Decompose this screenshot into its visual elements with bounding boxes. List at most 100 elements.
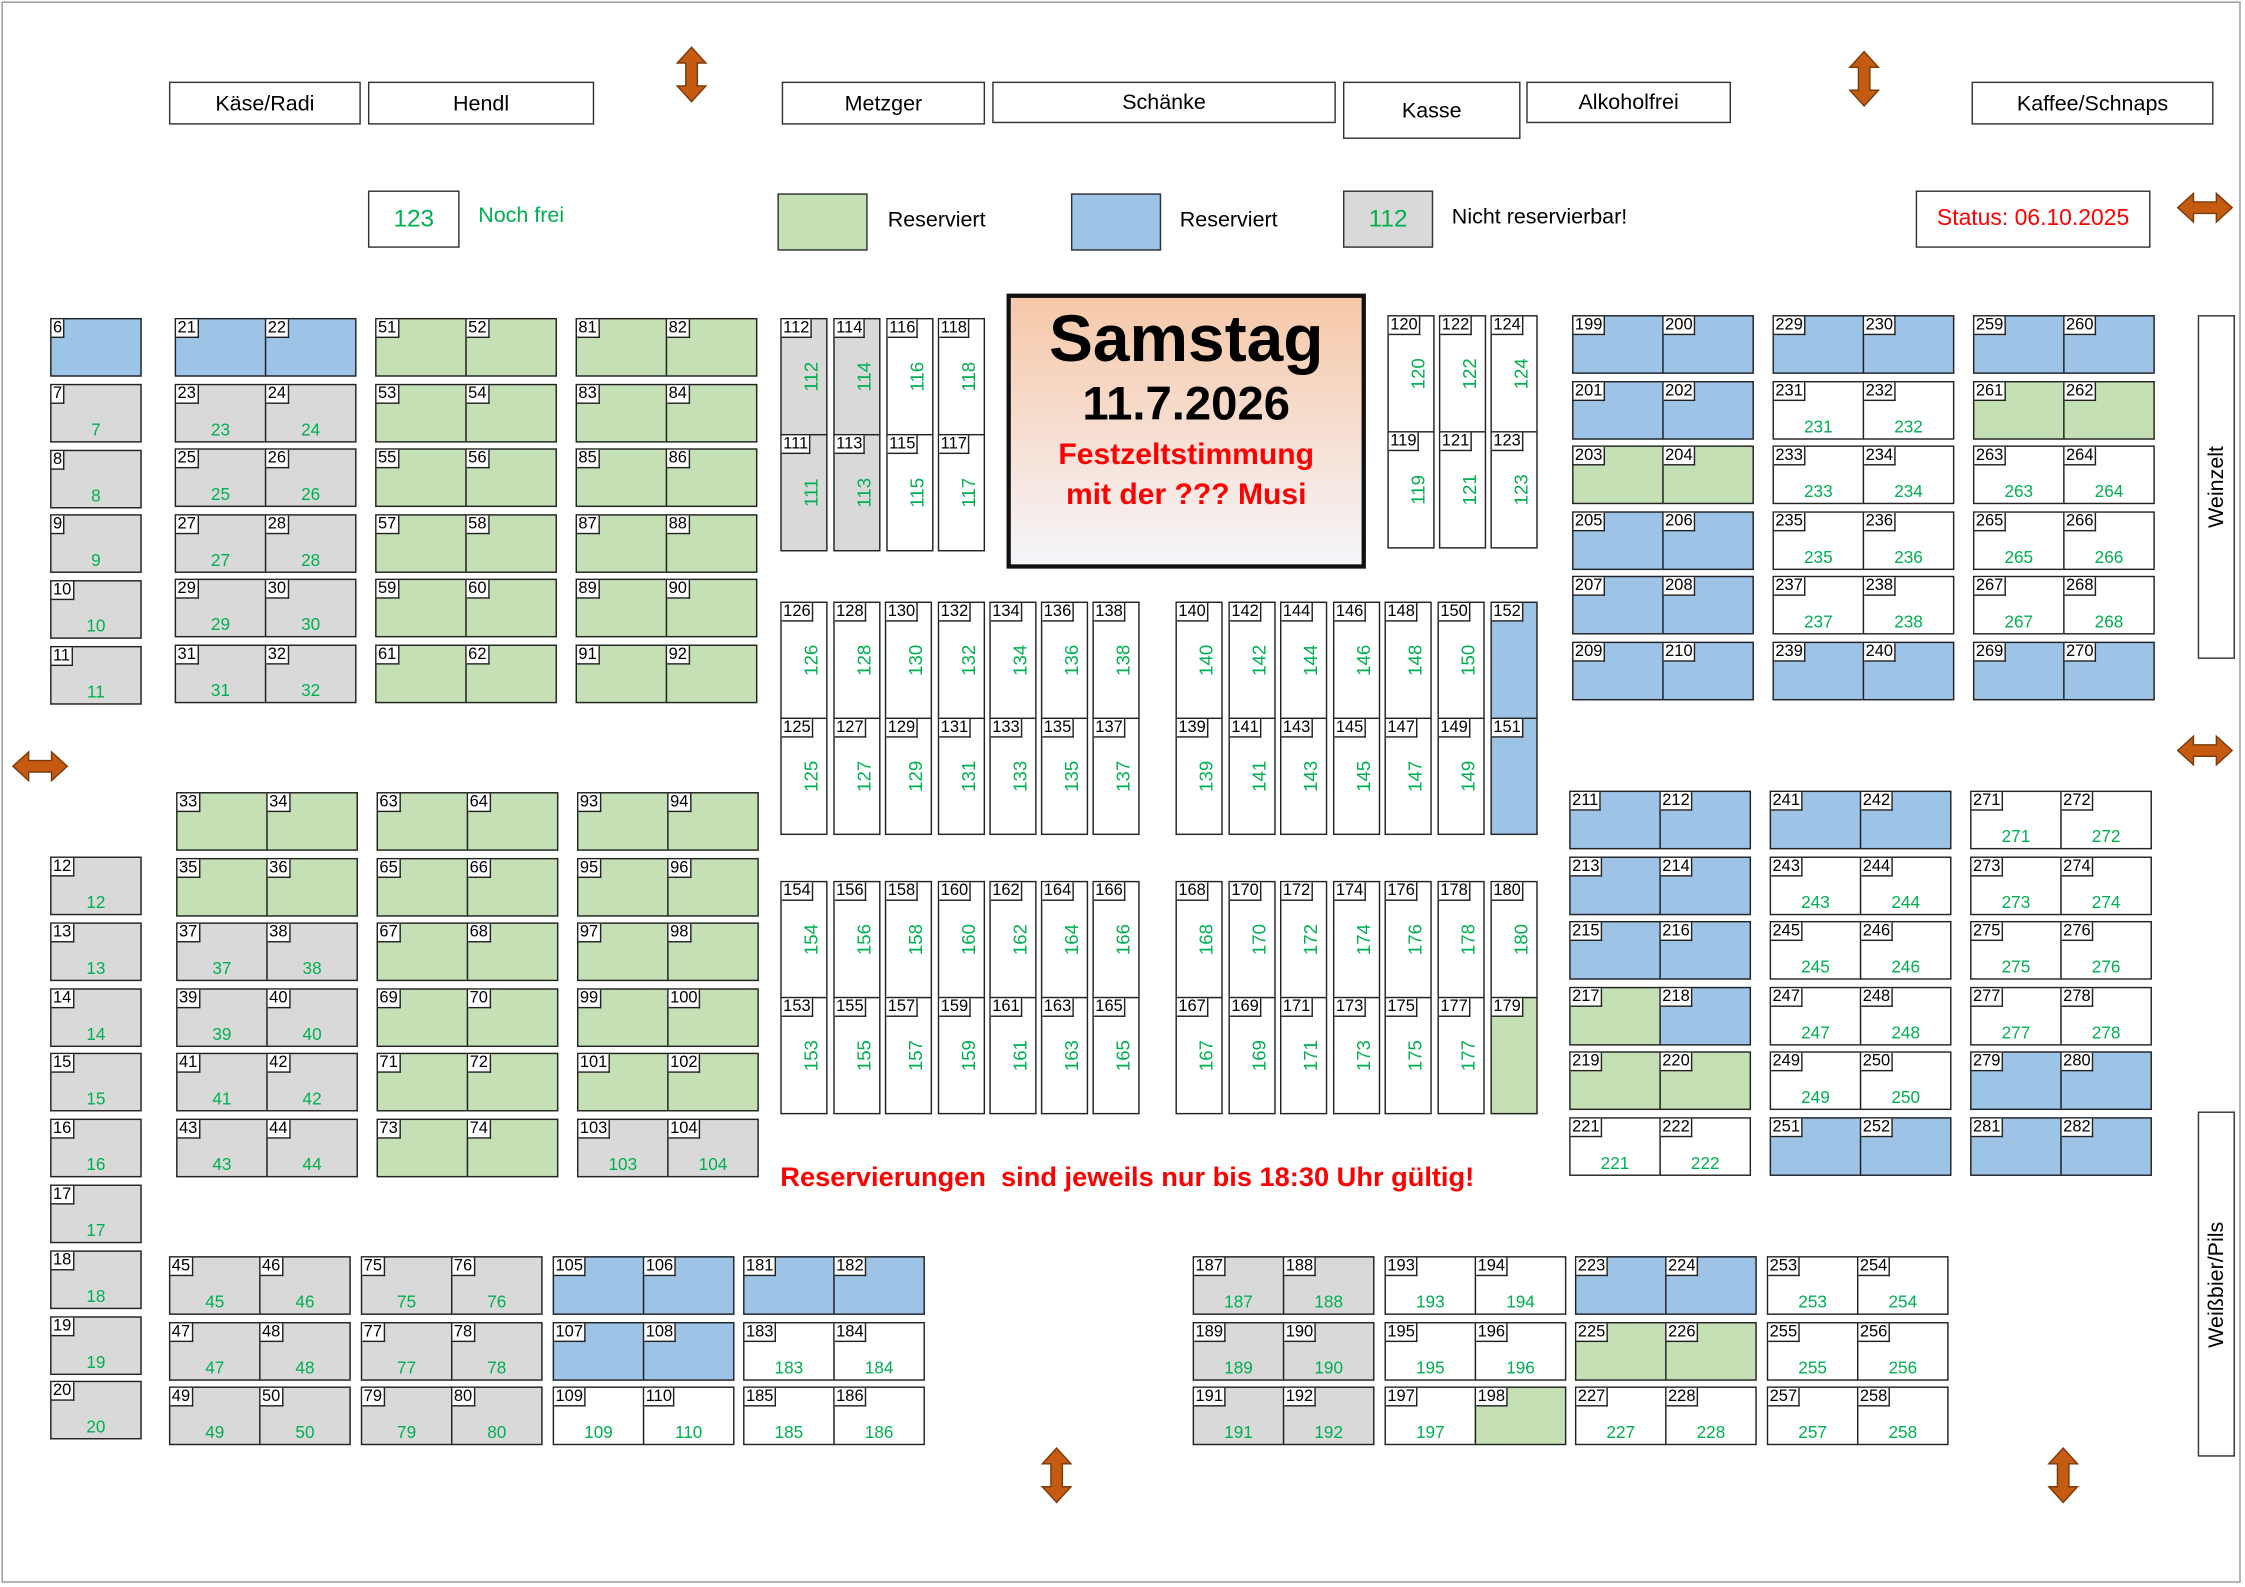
table-208-blue[interactable]: 208 [1662,575,1754,635]
table-106-blue[interactable]: 106 [642,1256,735,1315]
table-61-green[interactable]: 61 [375,644,467,704]
table-269-blue[interactable]: 269 [1972,641,2065,701]
table-270-blue[interactable]: 270 [2063,641,2155,701]
table-35-green[interactable]: 35 [176,857,268,917]
table-68-green[interactable]: 68 [466,922,559,982]
table-214-blue[interactable]: 214 [1659,856,1752,916]
table-87-green[interactable]: 87 [575,514,668,573]
table-201-blue[interactable]: 201 [1572,380,1664,440]
table-89-green[interactable]: 89 [575,578,668,638]
table-262-green[interactable]: 262 [2063,380,2155,440]
table-91-green[interactable]: 91 [575,644,668,704]
table-92-green[interactable]: 92 [665,644,758,704]
table-182-blue[interactable]: 182 [833,1256,925,1315]
table-100-green[interactable]: 100 [667,988,759,1048]
table-206-blue[interactable]: 206 [1662,511,1754,571]
table-84-green[interactable]: 84 [665,383,758,443]
table-210-blue[interactable]: 210 [1662,641,1754,701]
table-67-green[interactable]: 67 [376,922,469,982]
table-56-green[interactable]: 56 [465,448,557,508]
table-240-blue[interactable]: 240 [1862,641,1955,701]
table-260-blue[interactable]: 260 [2063,315,2155,374]
table-57-green[interactable]: 57 [375,514,467,573]
table-63-green[interactable]: 63 [376,792,469,851]
table-217-green[interactable]: 217 [1569,986,1661,1046]
table-215-blue[interactable]: 215 [1569,920,1661,980]
table-251-blue[interactable]: 251 [1769,1117,1862,1176]
table-90-green[interactable]: 90 [665,578,758,638]
table-55-green[interactable]: 55 [375,448,467,508]
table-202-blue[interactable]: 202 [1662,380,1754,440]
table-204-green[interactable]: 204 [1662,445,1754,505]
table-102-green[interactable]: 102 [667,1052,759,1112]
table-6-blue[interactable]: 6 [50,317,142,377]
table-71-green[interactable]: 71 [376,1052,469,1112]
